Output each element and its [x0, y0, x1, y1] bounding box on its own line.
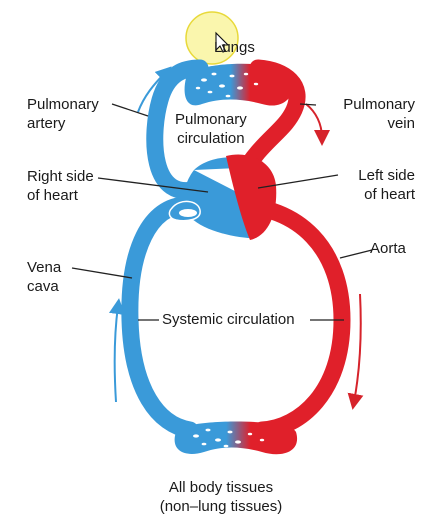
label-pulmonary-circulation: Pulmonary circulation [172, 110, 250, 148]
label-vena-cava: Vena cava [27, 258, 61, 296]
label-systemic-circulation: Systemic circulation [159, 310, 298, 329]
label-right-side-heart: Right side of heart [27, 167, 94, 205]
flow-arrow-icon [115, 306, 118, 402]
label-body-tissues: All body tissues (non–lung tissues) [136, 478, 306, 516]
body-capillary-bed [175, 422, 297, 455]
label-pulmonary-artery: Pulmonary artery [27, 95, 99, 133]
flow-arrow-icon [306, 104, 322, 138]
label-left-side-heart: Left side of heart [331, 166, 415, 204]
label-pulmonary-vein: Pulmonary vein [331, 95, 415, 133]
lung-capillary-bed [185, 64, 295, 106]
label-aorta: Aorta [370, 239, 406, 258]
label-lungs: Lungs [214, 38, 255, 57]
flow-arrow-icon [354, 294, 361, 402]
vessel-opening [179, 209, 197, 217]
